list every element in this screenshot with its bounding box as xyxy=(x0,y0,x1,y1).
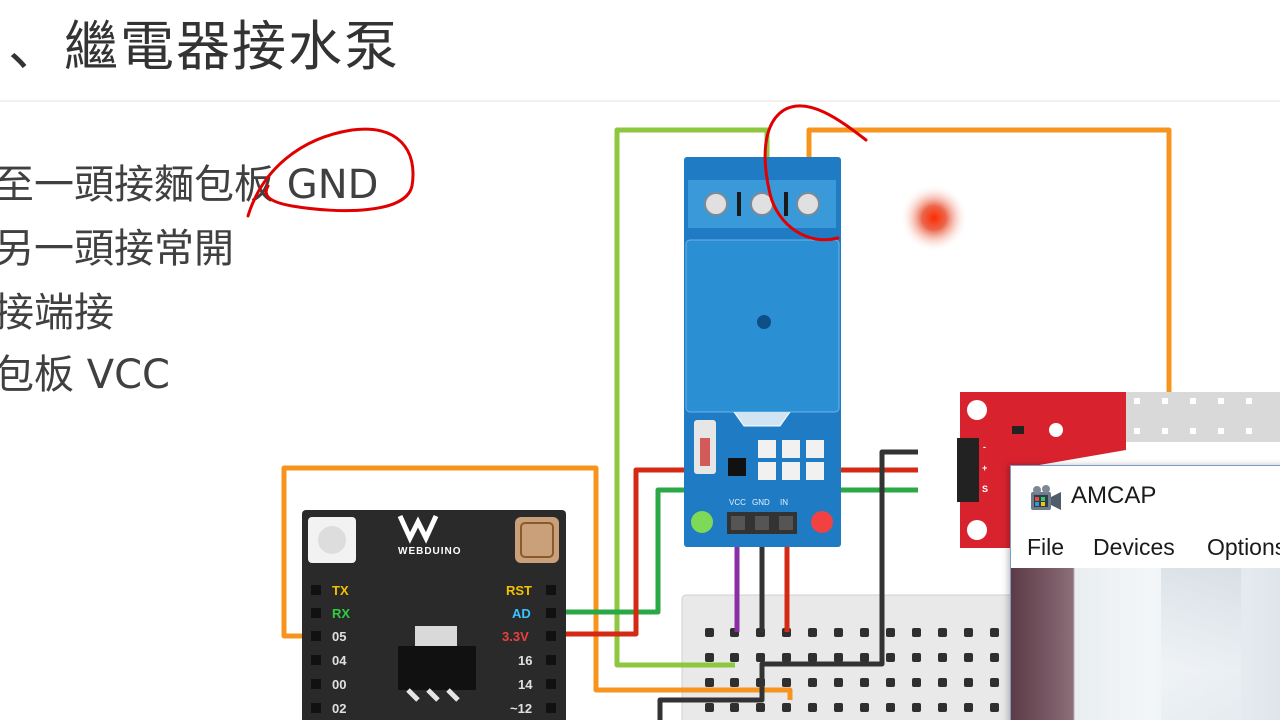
relay-pin-label-gnd: GND xyxy=(752,498,770,507)
board-pin-04: 04 xyxy=(332,653,347,668)
board-pin-16: 16 xyxy=(518,653,533,668)
board-pin-12: ~12 xyxy=(510,701,533,716)
annotation-circle-relay xyxy=(763,104,868,242)
menu-options[interactable]: Options xyxy=(1207,534,1280,560)
bullet-line-2: 另一頭接常開 xyxy=(0,226,234,272)
webduino-board xyxy=(302,510,566,720)
preview-highlight xyxy=(1161,568,1241,720)
camera-preview xyxy=(1011,568,1280,720)
amcap-window-title: AMCAP xyxy=(1071,482,1157,509)
led-glow xyxy=(900,184,968,252)
board-pin-00: 00 xyxy=(332,677,347,692)
board-pin-tx: TX xyxy=(332,583,349,598)
wire-orange-top xyxy=(806,127,1172,410)
slide-title: 、繼電器接水泵 xyxy=(8,15,400,78)
wire-orange-board xyxy=(281,465,793,700)
relay-module xyxy=(684,157,841,547)
bullet-line-3: 接端接 xyxy=(0,290,114,336)
sensor-pin-s: S xyxy=(982,484,989,494)
annotation-circle-gnd xyxy=(246,127,415,218)
amcap-window[interactable]: AMCAP File Devices Options xyxy=(1010,465,1280,720)
relay-pin-label-in: IN xyxy=(780,498,788,507)
board-pin-05: 05 xyxy=(332,629,347,644)
sensor-pin-plus: + xyxy=(982,463,988,473)
board-pin-rx: RX xyxy=(332,606,351,621)
board-pin-ad: AD xyxy=(512,606,531,621)
relay-pin-label-vcc: VCC xyxy=(729,498,746,507)
title-divider xyxy=(0,100,1280,102)
camera-app-icon xyxy=(1031,485,1061,510)
board-pin-14: 14 xyxy=(518,677,533,692)
menu-devices[interactable]: Devices xyxy=(1093,534,1175,560)
sensor-pin-minus: - xyxy=(983,442,986,452)
board-pin-rst: RST xyxy=(506,583,532,598)
amcap-titlebar[interactable]: AMCAP xyxy=(1011,466,1280,528)
sensor-module xyxy=(957,392,1280,548)
amcap-menubar: File Devices Options xyxy=(1011,528,1280,568)
webduino-logo-text: WEBDUINO xyxy=(398,546,462,557)
board-pin-02: 02 xyxy=(332,701,347,716)
board-pin-3v3: 3.3V xyxy=(502,629,529,644)
bullet-line-4: 包板 VCC xyxy=(0,352,170,398)
menu-file[interactable]: File xyxy=(1027,534,1065,560)
wire-black-ground xyxy=(657,449,918,720)
bullet-line-1: 至一頭接麵包板 GND xyxy=(0,162,379,208)
